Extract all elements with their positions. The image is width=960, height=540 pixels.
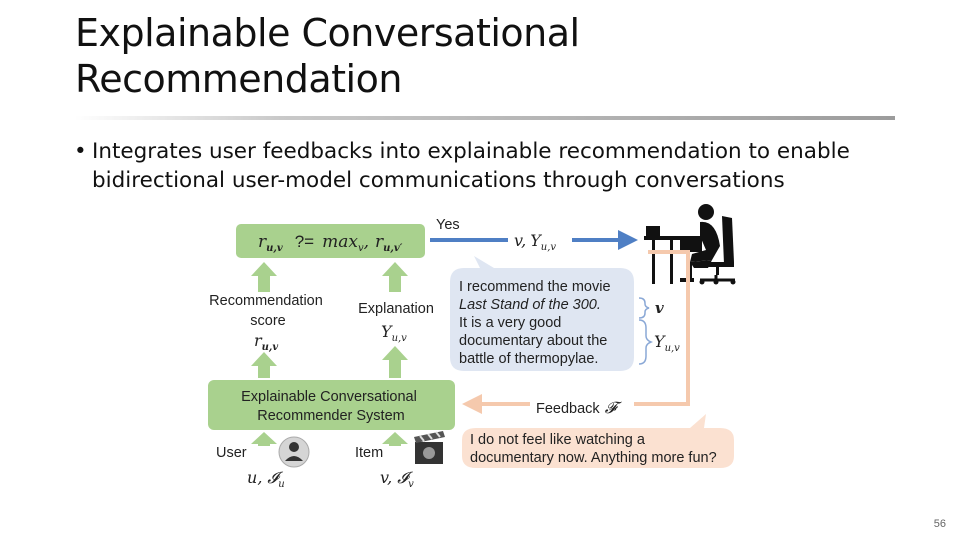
slide-title: Explainable Conversational Recommendatio…: [75, 10, 580, 102]
user-symbol: u,𝓘u: [247, 468, 285, 490]
score-symbol: ru,v: [254, 331, 278, 353]
feedback-label-bg: [530, 397, 634, 417]
recommendation-text: I recommend the movie Last Stand of the …: [459, 279, 615, 367]
explanation-symbol: Yu,v: [381, 322, 407, 344]
slide-title-line2: Recommendation: [75, 57, 402, 101]
feedback-text: I do not feel like watching a documentar…: [470, 432, 717, 466]
recommendation-bubble: [450, 256, 634, 371]
recommender-system-box: [208, 380, 455, 430]
explanation-up-arrow: [382, 262, 408, 292]
system-to-explanation-arrow: [382, 346, 408, 378]
movie-clapperboard-icon: [414, 431, 445, 464]
bullet-line2: bidirectional user-model communications …: [92, 168, 785, 193]
brace-explanation-symbol: Yu,v: [654, 332, 680, 354]
bullet-line1: Integrates user feedbacks into explainab…: [92, 139, 850, 164]
user-up-arrow: [251, 432, 277, 446]
formula-box: [236, 224, 425, 258]
system-to-score-arrow: [251, 352, 277, 378]
yes-output-symbol: v,Yu,v: [514, 231, 556, 253]
bullet-symbol: •: [74, 139, 87, 164]
formula: ru,v?=maxv,ru,v′: [258, 232, 403, 254]
page-number: 56: [933, 518, 946, 530]
explanation-label: Explanation: [358, 301, 434, 317]
yes-label: Yes: [436, 217, 460, 233]
brace-explanation: [638, 319, 654, 365]
feedback-bubble: [462, 414, 734, 468]
item-label: Item: [355, 445, 383, 461]
recommendation-score-label: Recommendation score: [209, 293, 327, 329]
score-up-arrow: [251, 262, 277, 292]
item-symbol: v,𝓘v: [380, 468, 414, 490]
user-avatar-icon: [278, 436, 310, 468]
recommender-system-label: Explainable Conversational Recommender S…: [241, 389, 421, 424]
brace-v: [638, 297, 650, 319]
item-up-arrow: [382, 432, 408, 446]
title-divider: [75, 116, 895, 120]
brace-v-symbol: v: [655, 299, 664, 317]
slide-title-line1: Explainable Conversational: [75, 11, 580, 55]
user-label: User: [216, 445, 247, 461]
bullet-point: • Integrates user feedbacks into explain…: [74, 137, 904, 195]
